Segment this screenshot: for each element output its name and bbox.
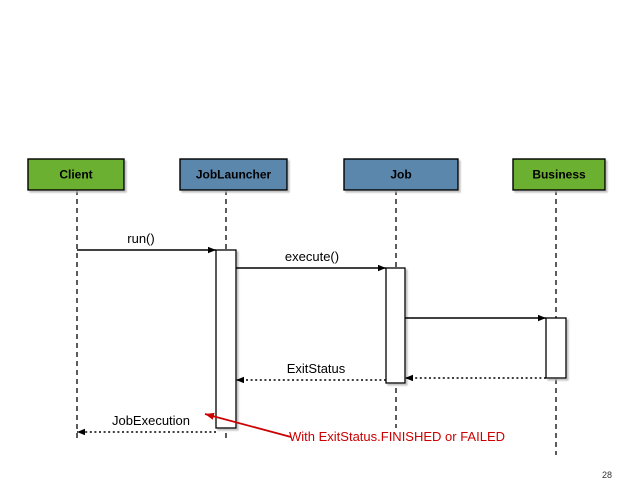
msg-run[interactable]: run() xyxy=(77,231,216,254)
msg-jobexecution-label: JobExecution xyxy=(112,413,190,428)
annotation-text: With ExitStatus.FINISHED or FAILED xyxy=(289,429,505,444)
participant-job[interactable]: Job xyxy=(343,158,459,191)
msg-run-label: run() xyxy=(127,231,154,246)
participant-box-joblauncher xyxy=(179,158,288,191)
participant-label-job: Job xyxy=(390,168,411,182)
participant-box-client xyxy=(27,158,125,191)
participant-label-business: Business xyxy=(532,168,586,182)
msg-jobexecution[interactable]: JobExecution xyxy=(77,413,216,436)
annotation-arrow-icon xyxy=(204,412,292,438)
page-number: 28 xyxy=(602,470,612,480)
participant-box-job xyxy=(343,158,459,191)
participant-business[interactable]: Business xyxy=(512,158,606,191)
participant-label-client: Client xyxy=(59,168,92,182)
activation-bars-group xyxy=(215,249,567,429)
participant-client[interactable]: Client xyxy=(27,158,125,191)
act-job xyxy=(385,267,406,384)
participants-group: Client JobLauncher Job Business xyxy=(27,158,606,191)
participant-label-joblauncher: JobLauncher xyxy=(196,168,272,182)
msg-exitstatus[interactable]: ExitStatus xyxy=(236,361,386,384)
participant-joblauncher[interactable]: JobLauncher xyxy=(179,158,288,191)
act-business xyxy=(545,317,567,379)
msg-execute[interactable]: execute() xyxy=(236,249,386,272)
participant-box-business xyxy=(512,158,606,191)
act-joblauncher xyxy=(215,249,237,429)
annotation-group: With ExitStatus.FINISHED or FAILED xyxy=(204,412,505,444)
msg-execute-label: execute() xyxy=(285,249,339,264)
msg-exitstatus-label: ExitStatus xyxy=(287,361,346,376)
